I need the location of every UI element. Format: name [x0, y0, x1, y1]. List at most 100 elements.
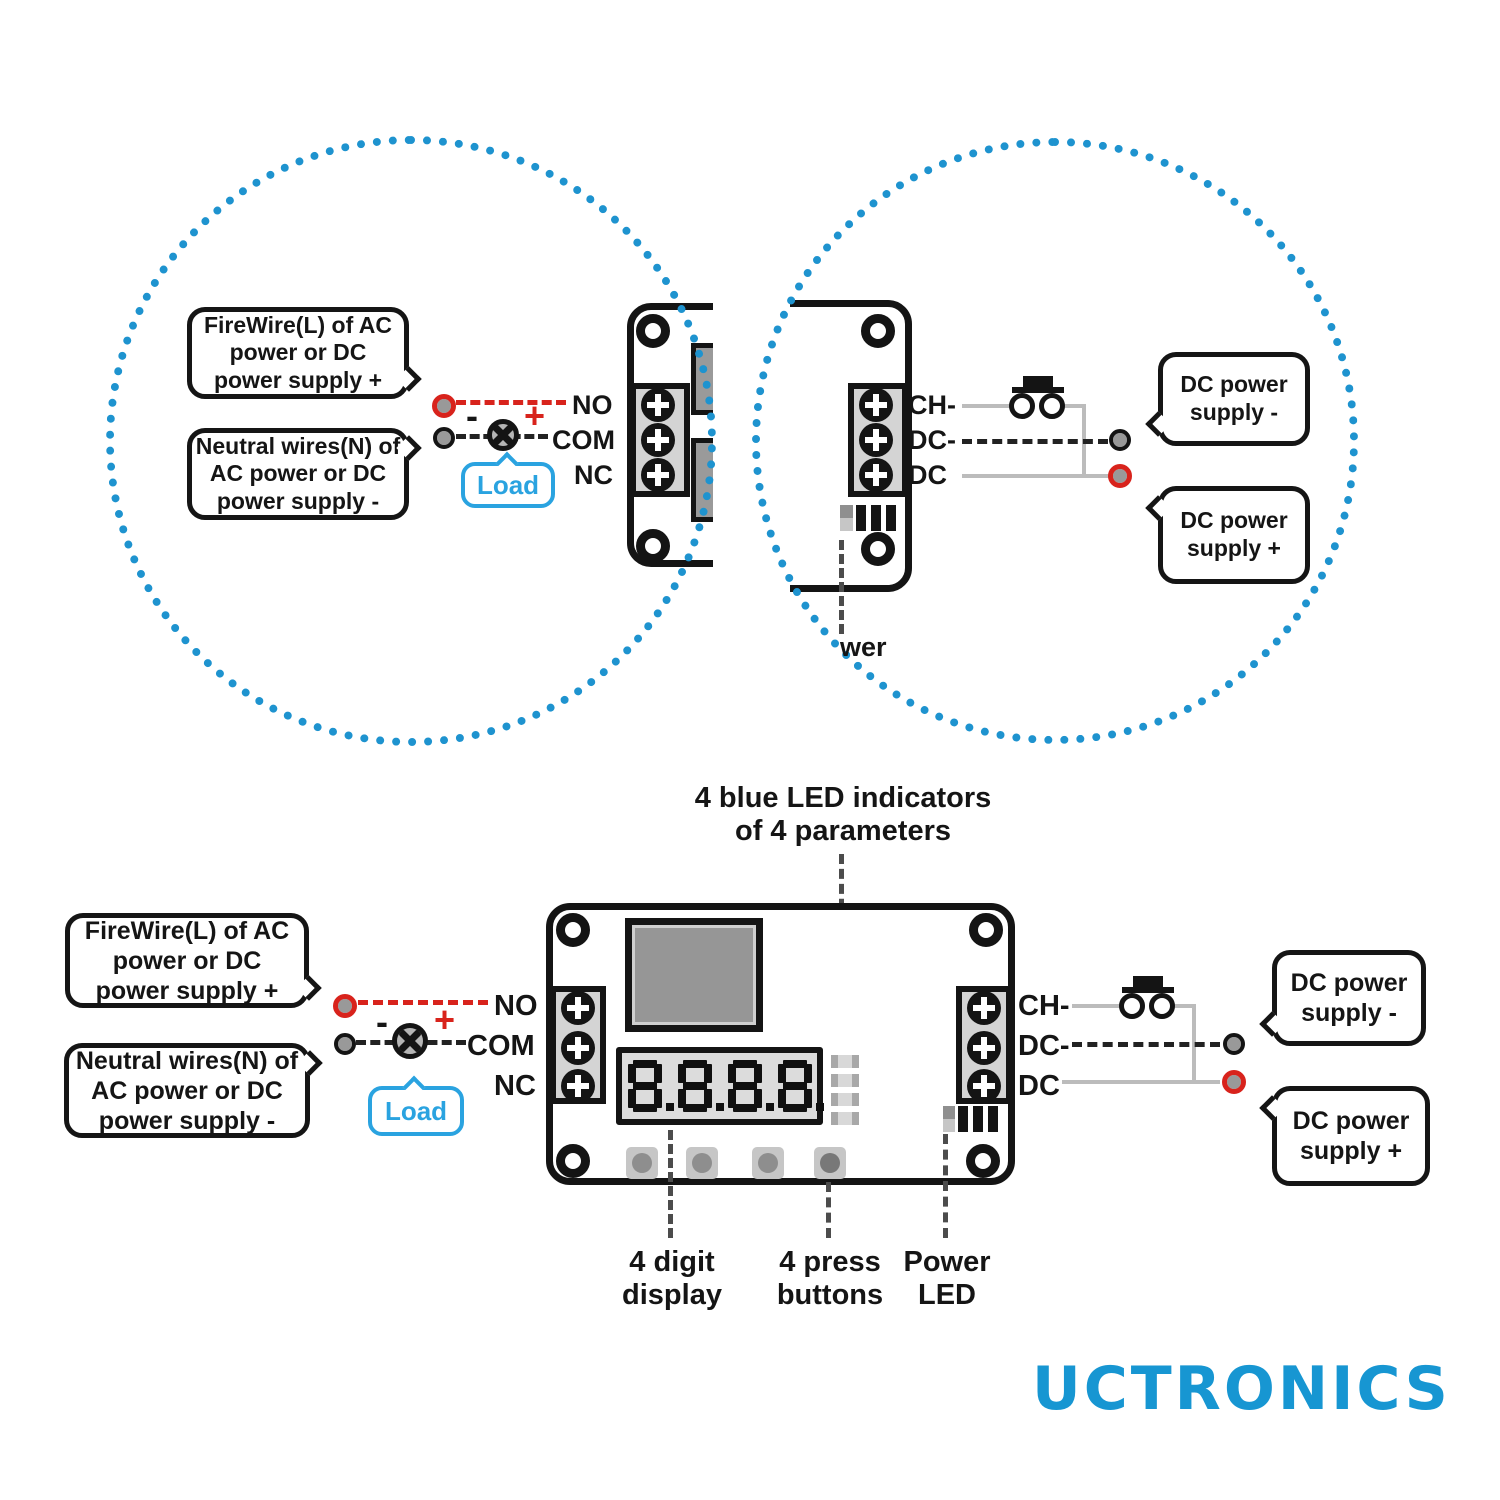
wire-no [456, 400, 566, 405]
load-callout: Load [368, 1075, 464, 1136]
label-line: LED [918, 1279, 976, 1312]
callout-line: AC power or DC [209, 460, 387, 487]
terminal-label-dcminus: DC- [908, 425, 956, 455]
power-led [943, 1106, 955, 1132]
callout-line: power or DC [229, 339, 367, 366]
relay-component [625, 918, 763, 1032]
callout-neutral-main: Neutral wires(N) of AC power or DC power… [64, 1043, 323, 1138]
node-negative [334, 1033, 356, 1055]
plus-sign: + [434, 999, 456, 1040]
led-indicator [831, 1074, 859, 1087]
zoom-circle-right [752, 138, 1358, 744]
callout-neutral: Neutral wires(N) of AC power or DC power… [187, 428, 422, 520]
led-indicator [831, 1093, 859, 1106]
node-negative [1223, 1033, 1245, 1055]
digit-display [616, 1047, 824, 1125]
node-positive [333, 994, 357, 1018]
switch-contact [1039, 393, 1065, 419]
callout-line: supply + [1299, 1137, 1403, 1165]
callout-line: power supply - [98, 1106, 276, 1135]
led-indicator [831, 1112, 859, 1125]
press-button [752, 1147, 784, 1179]
push-button-symbol [1012, 387, 1064, 393]
callout-dc-minus-main: DC power supply - [1259, 950, 1426, 1046]
callout-line: Neutral wires(N) of [75, 1046, 299, 1075]
terminal-label-com: COM [467, 1030, 535, 1062]
terminal-screw [967, 991, 1001, 1025]
press-button [814, 1147, 846, 1179]
pin-header [988, 1106, 998, 1132]
callout-line: DC power [1292, 1107, 1410, 1135]
terminal-label-ch: CH- [908, 390, 956, 420]
leader-press-buttons [826, 1182, 831, 1238]
seven-segment-display [622, 1053, 824, 1119]
terminal-screw [967, 1069, 1001, 1103]
partial-power-label: wer [840, 632, 887, 662]
callout-line: Neutral wires(N) of [195, 432, 401, 459]
brand-logo: UCTRONICS [1032, 1354, 1451, 1424]
terminal-label-nc: NC [494, 1070, 536, 1102]
terminal-label-no: NO [572, 390, 613, 420]
mounting-hole [556, 1144, 590, 1178]
load-callout: Load [461, 451, 555, 508]
switch-contact [1119, 993, 1145, 1019]
wire-ch [1174, 1004, 1196, 1008]
callout-line: FireWire(L) of AC [203, 311, 393, 338]
mounting-hole [966, 1144, 1000, 1178]
label-line: 4 press [779, 1246, 881, 1278]
wire-ch [962, 404, 1012, 408]
label-line: Power [903, 1246, 991, 1278]
pin-header [958, 1106, 968, 1132]
digit-display-label: 4 digit display [592, 1246, 752, 1313]
load-node [392, 1023, 428, 1059]
wire-no [358, 1000, 488, 1005]
node-positive [432, 394, 456, 418]
node-negative [433, 427, 455, 449]
wire-dcminus [1072, 1042, 1220, 1047]
callout-line: power supply + [213, 366, 383, 393]
callout-dc-plus-main: DC power supply + [1259, 1086, 1430, 1186]
node-positive [1222, 1070, 1246, 1094]
terminal-label-ch: CH- [1018, 990, 1070, 1022]
terminal-label-no: NO [494, 990, 538, 1022]
callout-line: supply + [1187, 535, 1281, 561]
mounting-hole [556, 913, 590, 947]
leader-power-led-main [943, 1134, 948, 1238]
callout-line: FireWire(L) of AC [84, 916, 290, 945]
terminal-label-dc: DC [908, 460, 947, 490]
leader-power-led [839, 540, 844, 634]
label-line: 4 digit [629, 1246, 715, 1278]
wire-dcminus [962, 439, 1108, 444]
minus-sign: - [376, 1001, 388, 1042]
callout-line: supply - [1189, 399, 1279, 425]
label-line: of 4 parameters [735, 815, 951, 848]
pcb-main [546, 903, 1015, 1185]
wire-ch [1064, 404, 1086, 408]
callout-line: power supply + [95, 976, 279, 1005]
press-button [626, 1147, 658, 1179]
switch-contact [1149, 993, 1175, 1019]
load-label: Load [476, 469, 540, 500]
plus-sign: + [524, 395, 546, 436]
wire-dc [962, 474, 1110, 478]
push-button-symbol [1122, 987, 1174, 993]
switch-contact [1009, 393, 1035, 419]
load-node [487, 419, 519, 451]
terminal-label-dc: DC [1018, 1070, 1060, 1102]
callout-line: DC power [1180, 371, 1288, 398]
zoom-circle-left [106, 136, 716, 746]
press-button [686, 1147, 718, 1179]
callout-line: DC power [1180, 507, 1288, 534]
load-label: Load [384, 1095, 448, 1126]
wire-ch [1072, 1004, 1120, 1008]
push-button-symbol [1133, 976, 1163, 988]
label-line: buttons [776, 1279, 884, 1312]
terminal-label-com: COM [552, 425, 615, 455]
callout-line: AC power or DC [91, 1076, 283, 1105]
node-positive [1108, 464, 1132, 488]
led-indicator [831, 1055, 859, 1068]
terminal-screw [561, 1031, 595, 1065]
callout-firewire: FireWire(L) of AC power or DC power supp… [187, 307, 422, 399]
terminal-label-dcminus: DC- [1018, 1030, 1070, 1062]
led-indicators-label: 4 blue LED indicators of 4 parameters [688, 782, 998, 849]
